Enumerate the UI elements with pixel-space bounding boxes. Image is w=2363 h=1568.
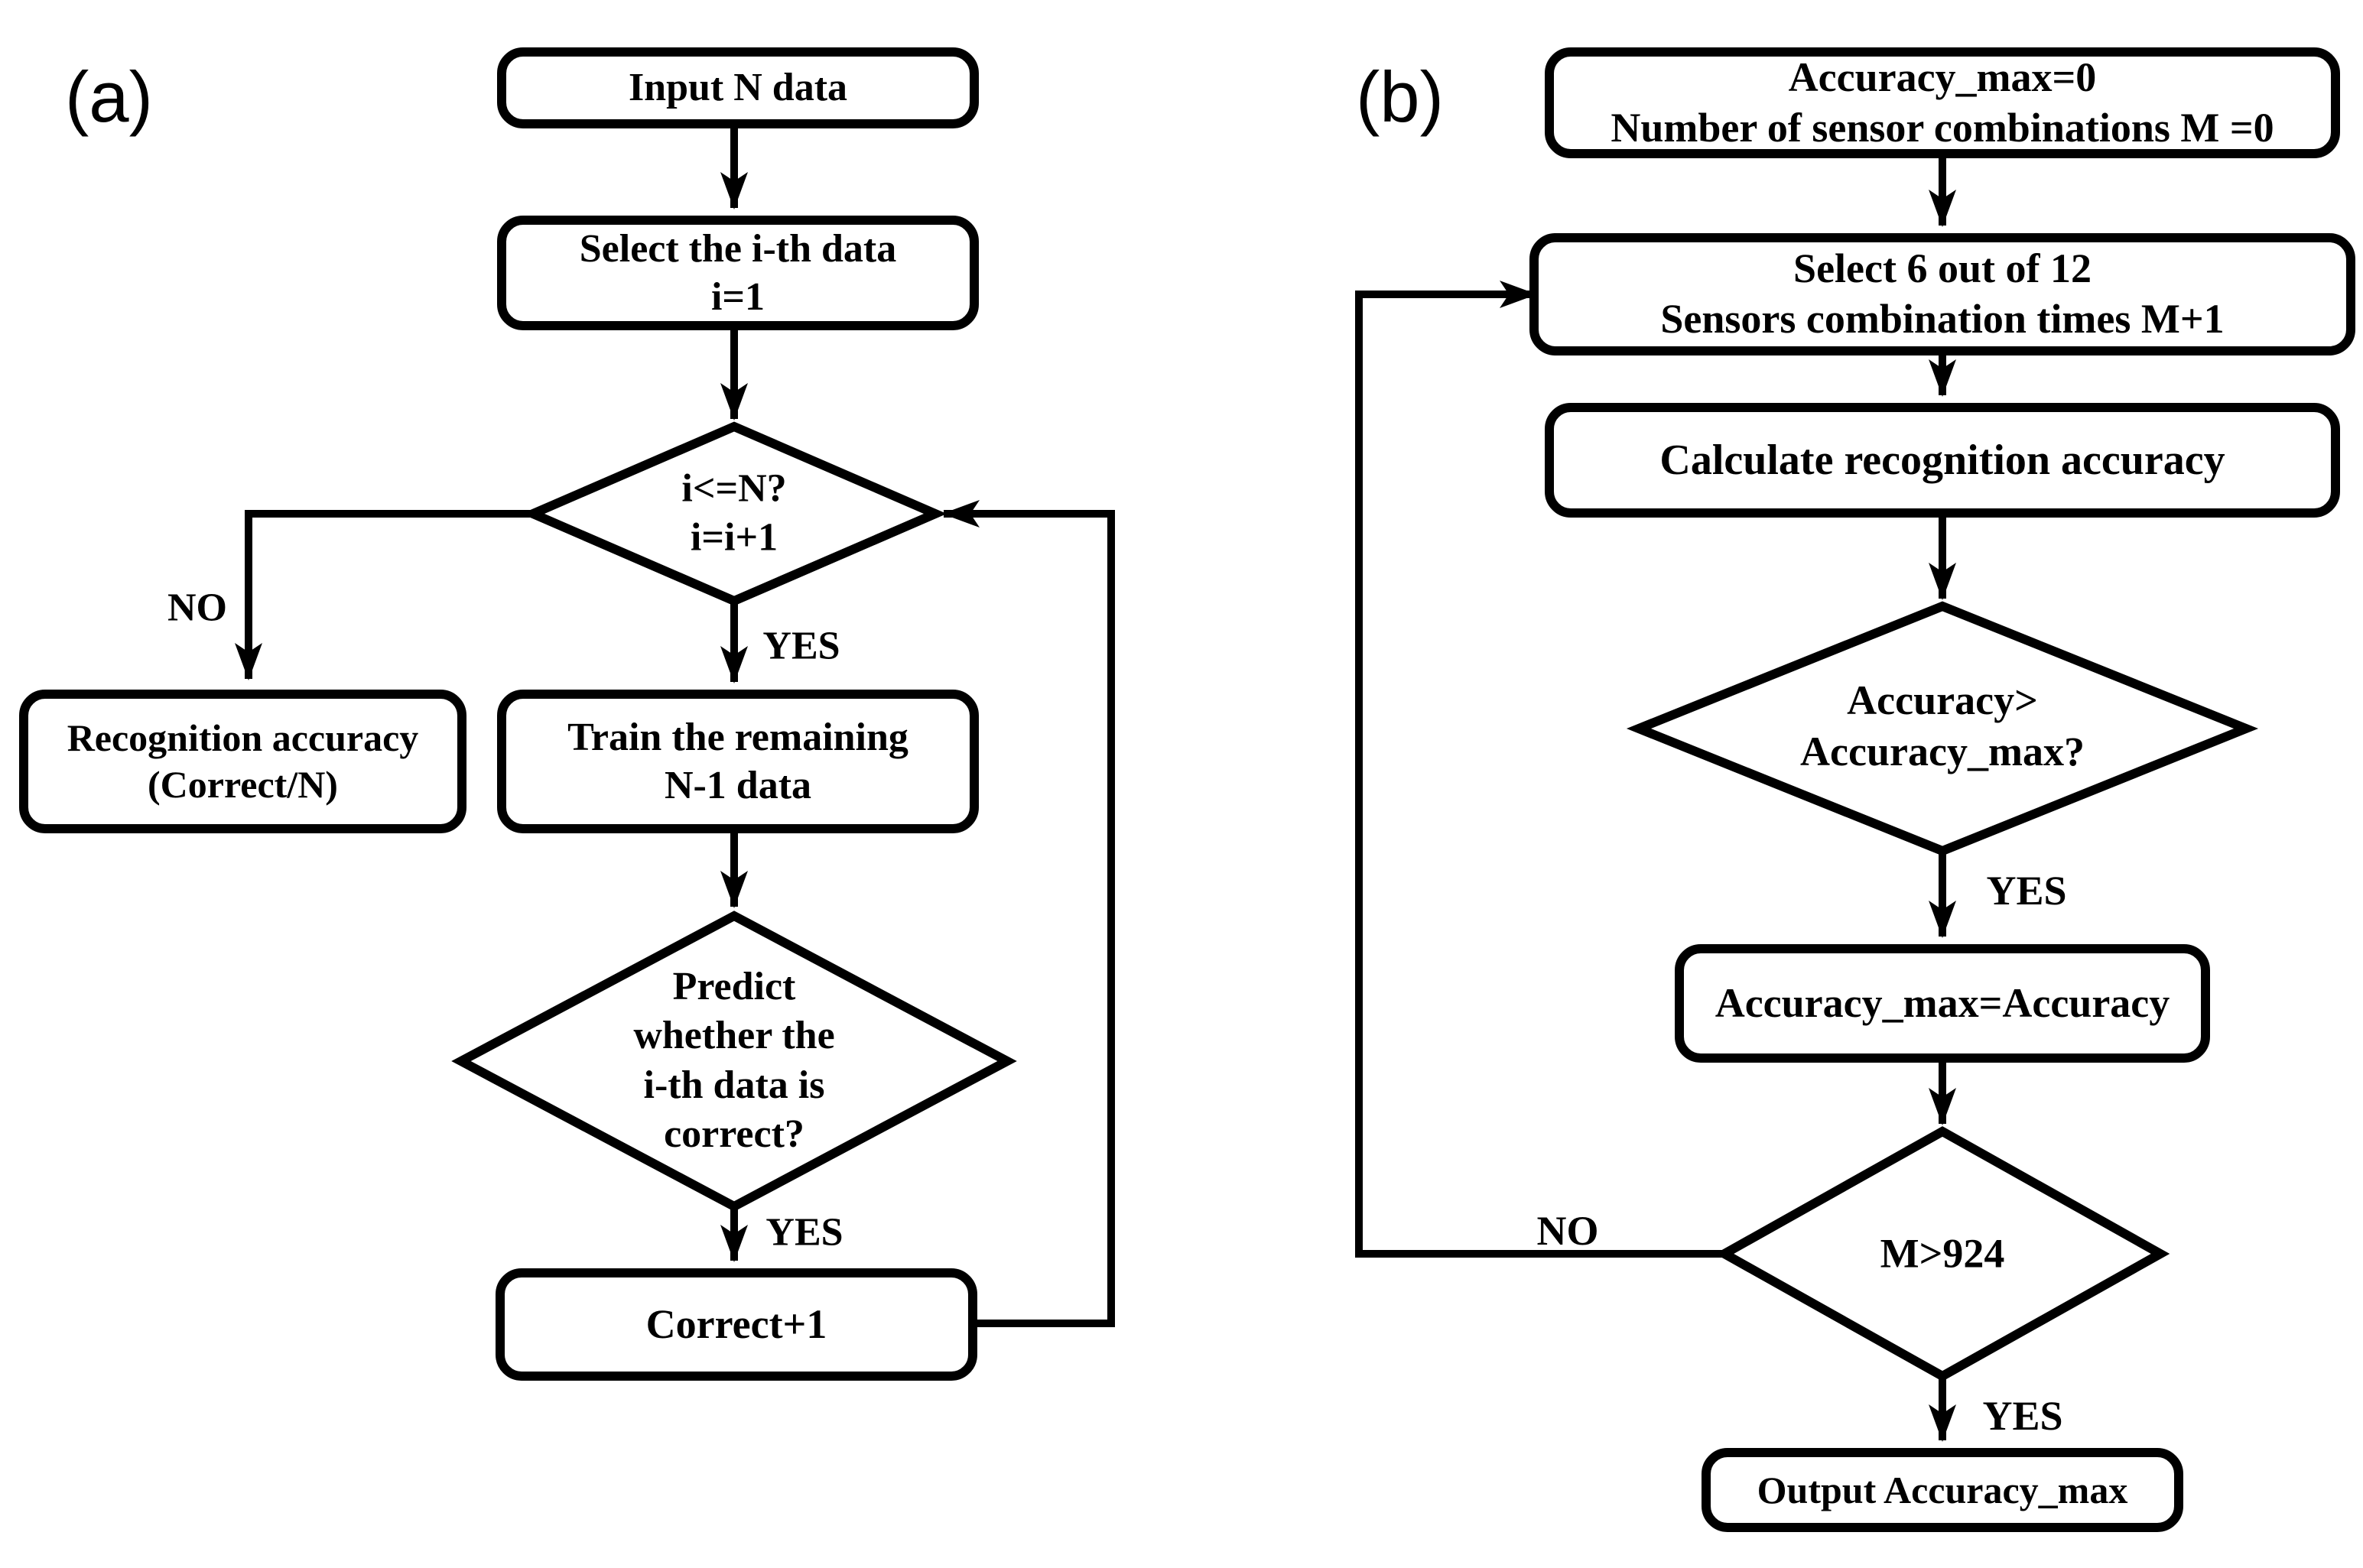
edge-label-no-a: NO [167, 586, 227, 630]
node-init-accuracy-max: Accuracy_max=0 Number of sensor combinat… [1545, 47, 2340, 158]
edge-cond-i-no-to-recognition [235, 510, 533, 680]
node-input-n-data: Input N data [497, 47, 979, 128]
decision-i-le-n-label: i<=N? i=i+1 [681, 466, 787, 560]
decision-predict-label: Predict whether the i-th data is correct… [633, 965, 835, 1157]
edge-label-yes-correct: YES [765, 1210, 843, 1255]
edge-cond-m-no-loop-to-select6 [1355, 281, 1724, 1258]
node-accuracy-max-assign: Accuracy_max=Accuracy [1675, 944, 2210, 1063]
edge-label-yes-assign: YES [1986, 868, 2067, 914]
decision-m-924-label: M>924 [1880, 1230, 2005, 1277]
node-recognition-accuracy: Recognition accuracy (Correct/N) [19, 690, 466, 833]
panel-b-label: (b) [1356, 57, 1444, 137]
panel-a-label: (a) [65, 57, 153, 137]
edge-label-yes-output: YES [1982, 1393, 2063, 1439]
node-calculate-accuracy: Calculate recognition accuracy [1545, 403, 2340, 518]
node-select-6-of-12: Select 6 out of 12 Sensors combination t… [1529, 233, 2355, 355]
edge-label-no-b: NO [1536, 1208, 1599, 1254]
edge-label-yes-train: YES [762, 624, 840, 668]
node-output-accuracy-max: Output Accuracy_max [1702, 1448, 2183, 1532]
node-correct-plus-1: Correct+1 [496, 1268, 977, 1381]
edge-correct-loop-to-cond-i [942, 500, 1115, 1327]
node-train-remaining: Train the remaining N-1 data [497, 690, 979, 833]
node-select-ith-data: Select the i-th data i=1 [497, 216, 979, 330]
decision-accuracy-label: Accuracy> Accuracy_max? [1800, 677, 2085, 774]
